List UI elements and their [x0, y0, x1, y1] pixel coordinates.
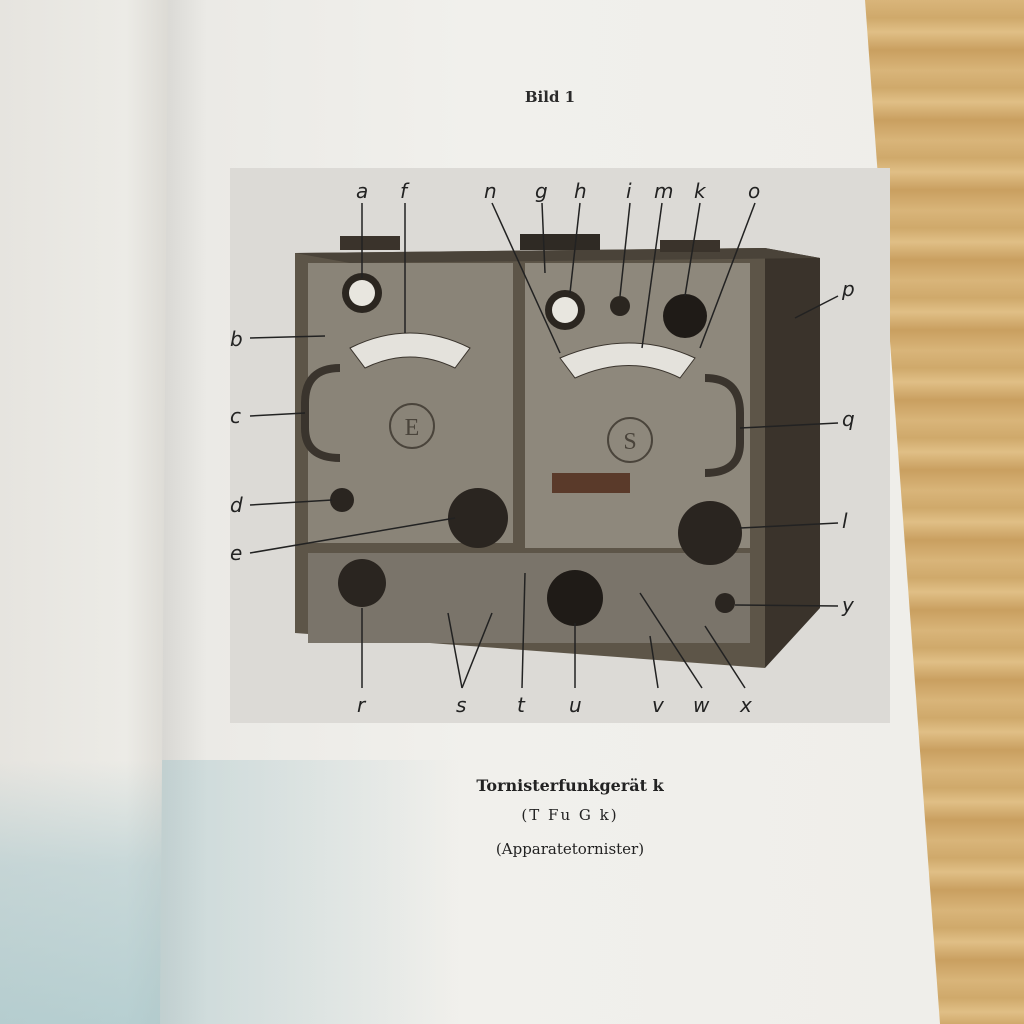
callout-i: i	[626, 179, 632, 203]
panel-letter-e: E	[405, 415, 420, 441]
callout-c: c	[230, 404, 241, 428]
callout-o: o	[748, 179, 760, 203]
panel-letter-s: S	[623, 429, 636, 455]
callout-u: u	[569, 693, 582, 717]
callout-x: x	[739, 693, 752, 717]
figure-heading: Bild 1	[524, 88, 576, 106]
caption-subtitle: (Apparatetornister)	[495, 840, 645, 858]
callout-b: b	[230, 327, 243, 351]
callout-t: t	[517, 693, 526, 717]
callout-l: l	[842, 509, 848, 533]
callout-y: y	[841, 593, 855, 617]
caption-title: Tornisterfunkgerät k	[476, 776, 664, 795]
callout-v: v	[652, 693, 665, 717]
callout-f: f	[400, 179, 410, 203]
callout-q: q	[842, 407, 855, 431]
callout-p: p	[841, 277, 855, 301]
callout-w: w	[693, 693, 710, 717]
callout-m: m	[654, 179, 673, 203]
callout-d: d	[230, 493, 243, 517]
callout-e: e	[230, 541, 242, 565]
callout-n: n	[484, 179, 497, 203]
caption-abbreviation: (T Fu G k)	[521, 806, 619, 824]
left-book-page	[0, 0, 180, 1024]
radio-set-photo: E S	[230, 168, 890, 723]
callout-g: g	[535, 179, 548, 203]
callout-h: h	[574, 179, 587, 203]
callout-k: k	[694, 179, 707, 203]
callout-s: s	[456, 693, 466, 717]
callout-a: a	[356, 179, 368, 203]
callout-r: r	[357, 693, 367, 717]
radio-set-illustration: E S	[230, 179, 855, 717]
